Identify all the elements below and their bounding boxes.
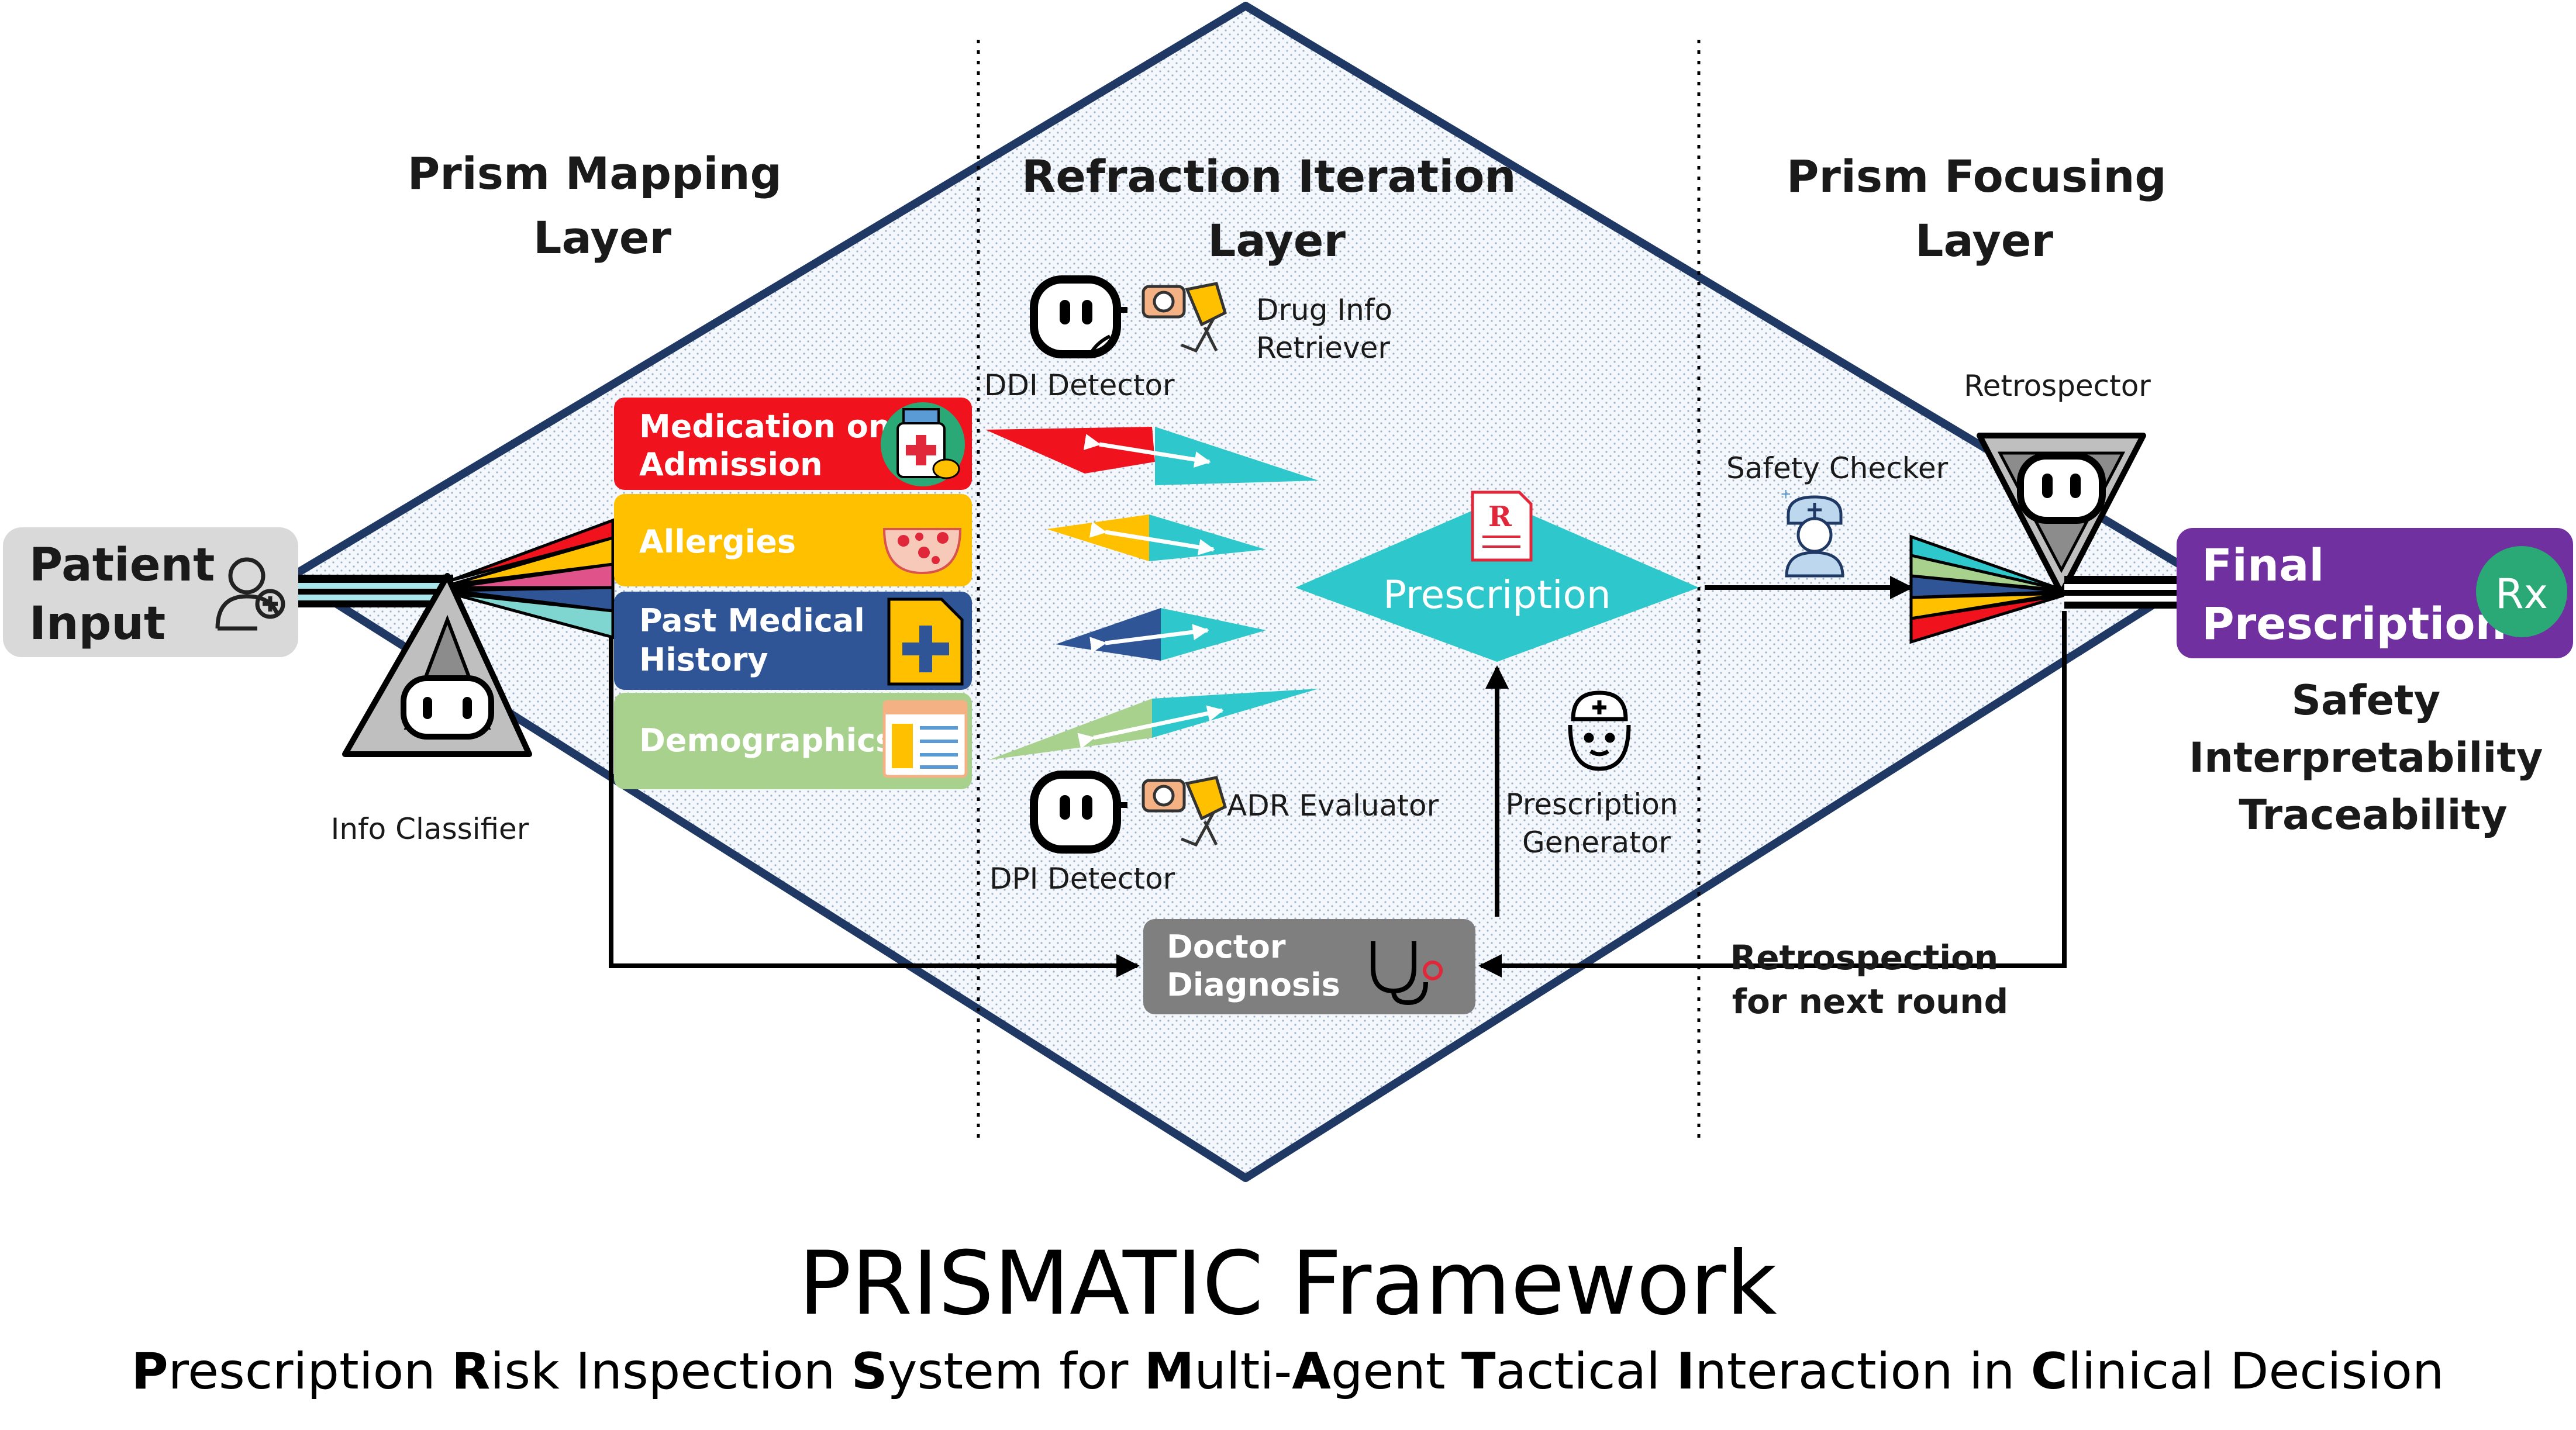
robot-head-icon [2017, 453, 2106, 524]
retrospector-agent: Retrospector [1964, 369, 2151, 596]
adr-evaluator-agent: ADR Evaluator [1142, 776, 1439, 847]
output-beam [2064, 576, 2181, 609]
input-beam [298, 575, 453, 607]
category-medication-on-admission: Medication on Admission [614, 398, 972, 490]
svg-text:Retrospector: Retrospector [1964, 369, 2151, 403]
final-prescription-box: Final Prescription Rx [2177, 528, 2573, 658]
svg-text:ADR Evaluator: ADR Evaluator [1227, 789, 1439, 823]
robot-head-icon [1030, 771, 1127, 854]
svg-text:Demographics: Demographics [639, 722, 894, 759]
patient-input-box: Patient Input [3, 527, 298, 657]
svg-text:Prescription Generator: Prescription Generator [1506, 787, 1688, 859]
robot-head-icon [1030, 275, 1127, 358]
nurse-icon: + [1781, 485, 1844, 578]
retrospection-label: Retrospection for next round [1730, 938, 2011, 1021]
properties-list: Safety Interpretability Traceability [2189, 676, 2557, 839]
refraction-ray-yellow [1047, 514, 1266, 561]
prescription-label: Prescription [1383, 572, 1611, 617]
safety-checker-agent: Safety Checker + [1726, 451, 1949, 578]
dpi-detector-agent: DPI Detector [989, 771, 1175, 896]
ddi-detector-agent: DDI Detector [984, 275, 1175, 402]
svg-text:Rx: Rx [2495, 570, 2548, 618]
prescription-document-icon: R [1471, 491, 1533, 562]
svg-text:Safety Checker: Safety Checker [1726, 451, 1949, 485]
prescription-generator-agent: Prescription Generator [1506, 690, 1688, 859]
svg-text:DPI Detector: DPI Detector [989, 862, 1175, 896]
svg-text:Drug Info Retriever: Drug Info Retriever [1256, 293, 1402, 365]
drug-info-retriever-agent: Drug Info Retriever [1142, 282, 1402, 365]
layer-title-focusing: Prism Focusing Layer [1787, 150, 2182, 267]
refraction-ray-green [988, 689, 1319, 760]
info-classifier-agent: Info Classifier [331, 573, 532, 846]
medicine-bottle-icon [881, 402, 965, 486]
svg-text:Patient Input: Patient Input [29, 539, 231, 650]
category-demographics: Demographics [614, 693, 972, 789]
focusing-rays [1909, 534, 2065, 644]
stethoscope-icon [1371, 941, 1443, 1006]
category-past-medical-history: Past Medical History [614, 592, 972, 690]
svg-text:Allergies: Allergies [639, 523, 796, 560]
patient-user-plus-icon [215, 557, 285, 631]
svg-text:Final Prescription: Final Prescription [2202, 539, 2507, 650]
classifier-rays [450, 518, 615, 640]
refraction-ray-blue [1056, 608, 1266, 661]
framework-subtitle: Prescription Risk Inspection System for … [132, 1342, 2444, 1401]
framework-title: PRISMATIC Framework [798, 1233, 1777, 1335]
robotic-arm-icon [1142, 282, 1227, 353]
svg-text:Info Classifier: Info Classifier [331, 812, 529, 846]
svg-text:DDI Detector: DDI Detector [984, 368, 1175, 402]
svg-text:Past Medical History: Past Medical History [639, 602, 876, 678]
prescription-node: Prescription R [1295, 491, 1699, 662]
layer-title-mapping: Prism Mapping Layer [408, 147, 798, 264]
robotic-arm-icon [1142, 776, 1227, 847]
refraction-ray-red [985, 427, 1319, 485]
category-allergies: Allergies [614, 494, 972, 586]
svg-text:R: R [1488, 500, 1512, 533]
doctor-diagnosis-box: Doctor Diagnosis [1143, 919, 1475, 1014]
doctor-face-icon [1568, 690, 1631, 771]
medical-file-plus-icon [887, 597, 964, 686]
svg-text:Doctor Diagnosis: Doctor Diagnosis [1167, 928, 1340, 1003]
robot-head-icon [401, 675, 494, 740]
layer-title-refraction: Refraction Iteration Layer [1022, 150, 1532, 267]
svg-text:+: + [1781, 485, 1791, 504]
connector-arrows [609, 576, 2067, 977]
framework-diamond [288, 2, 2203, 1182]
rx-icon: Rx [2476, 546, 2567, 637]
svg-text:Medication on Admission: Medication on Admission [639, 408, 902, 483]
profile-form-icon [882, 700, 968, 778]
allergy-rash-icon [882, 528, 962, 575]
